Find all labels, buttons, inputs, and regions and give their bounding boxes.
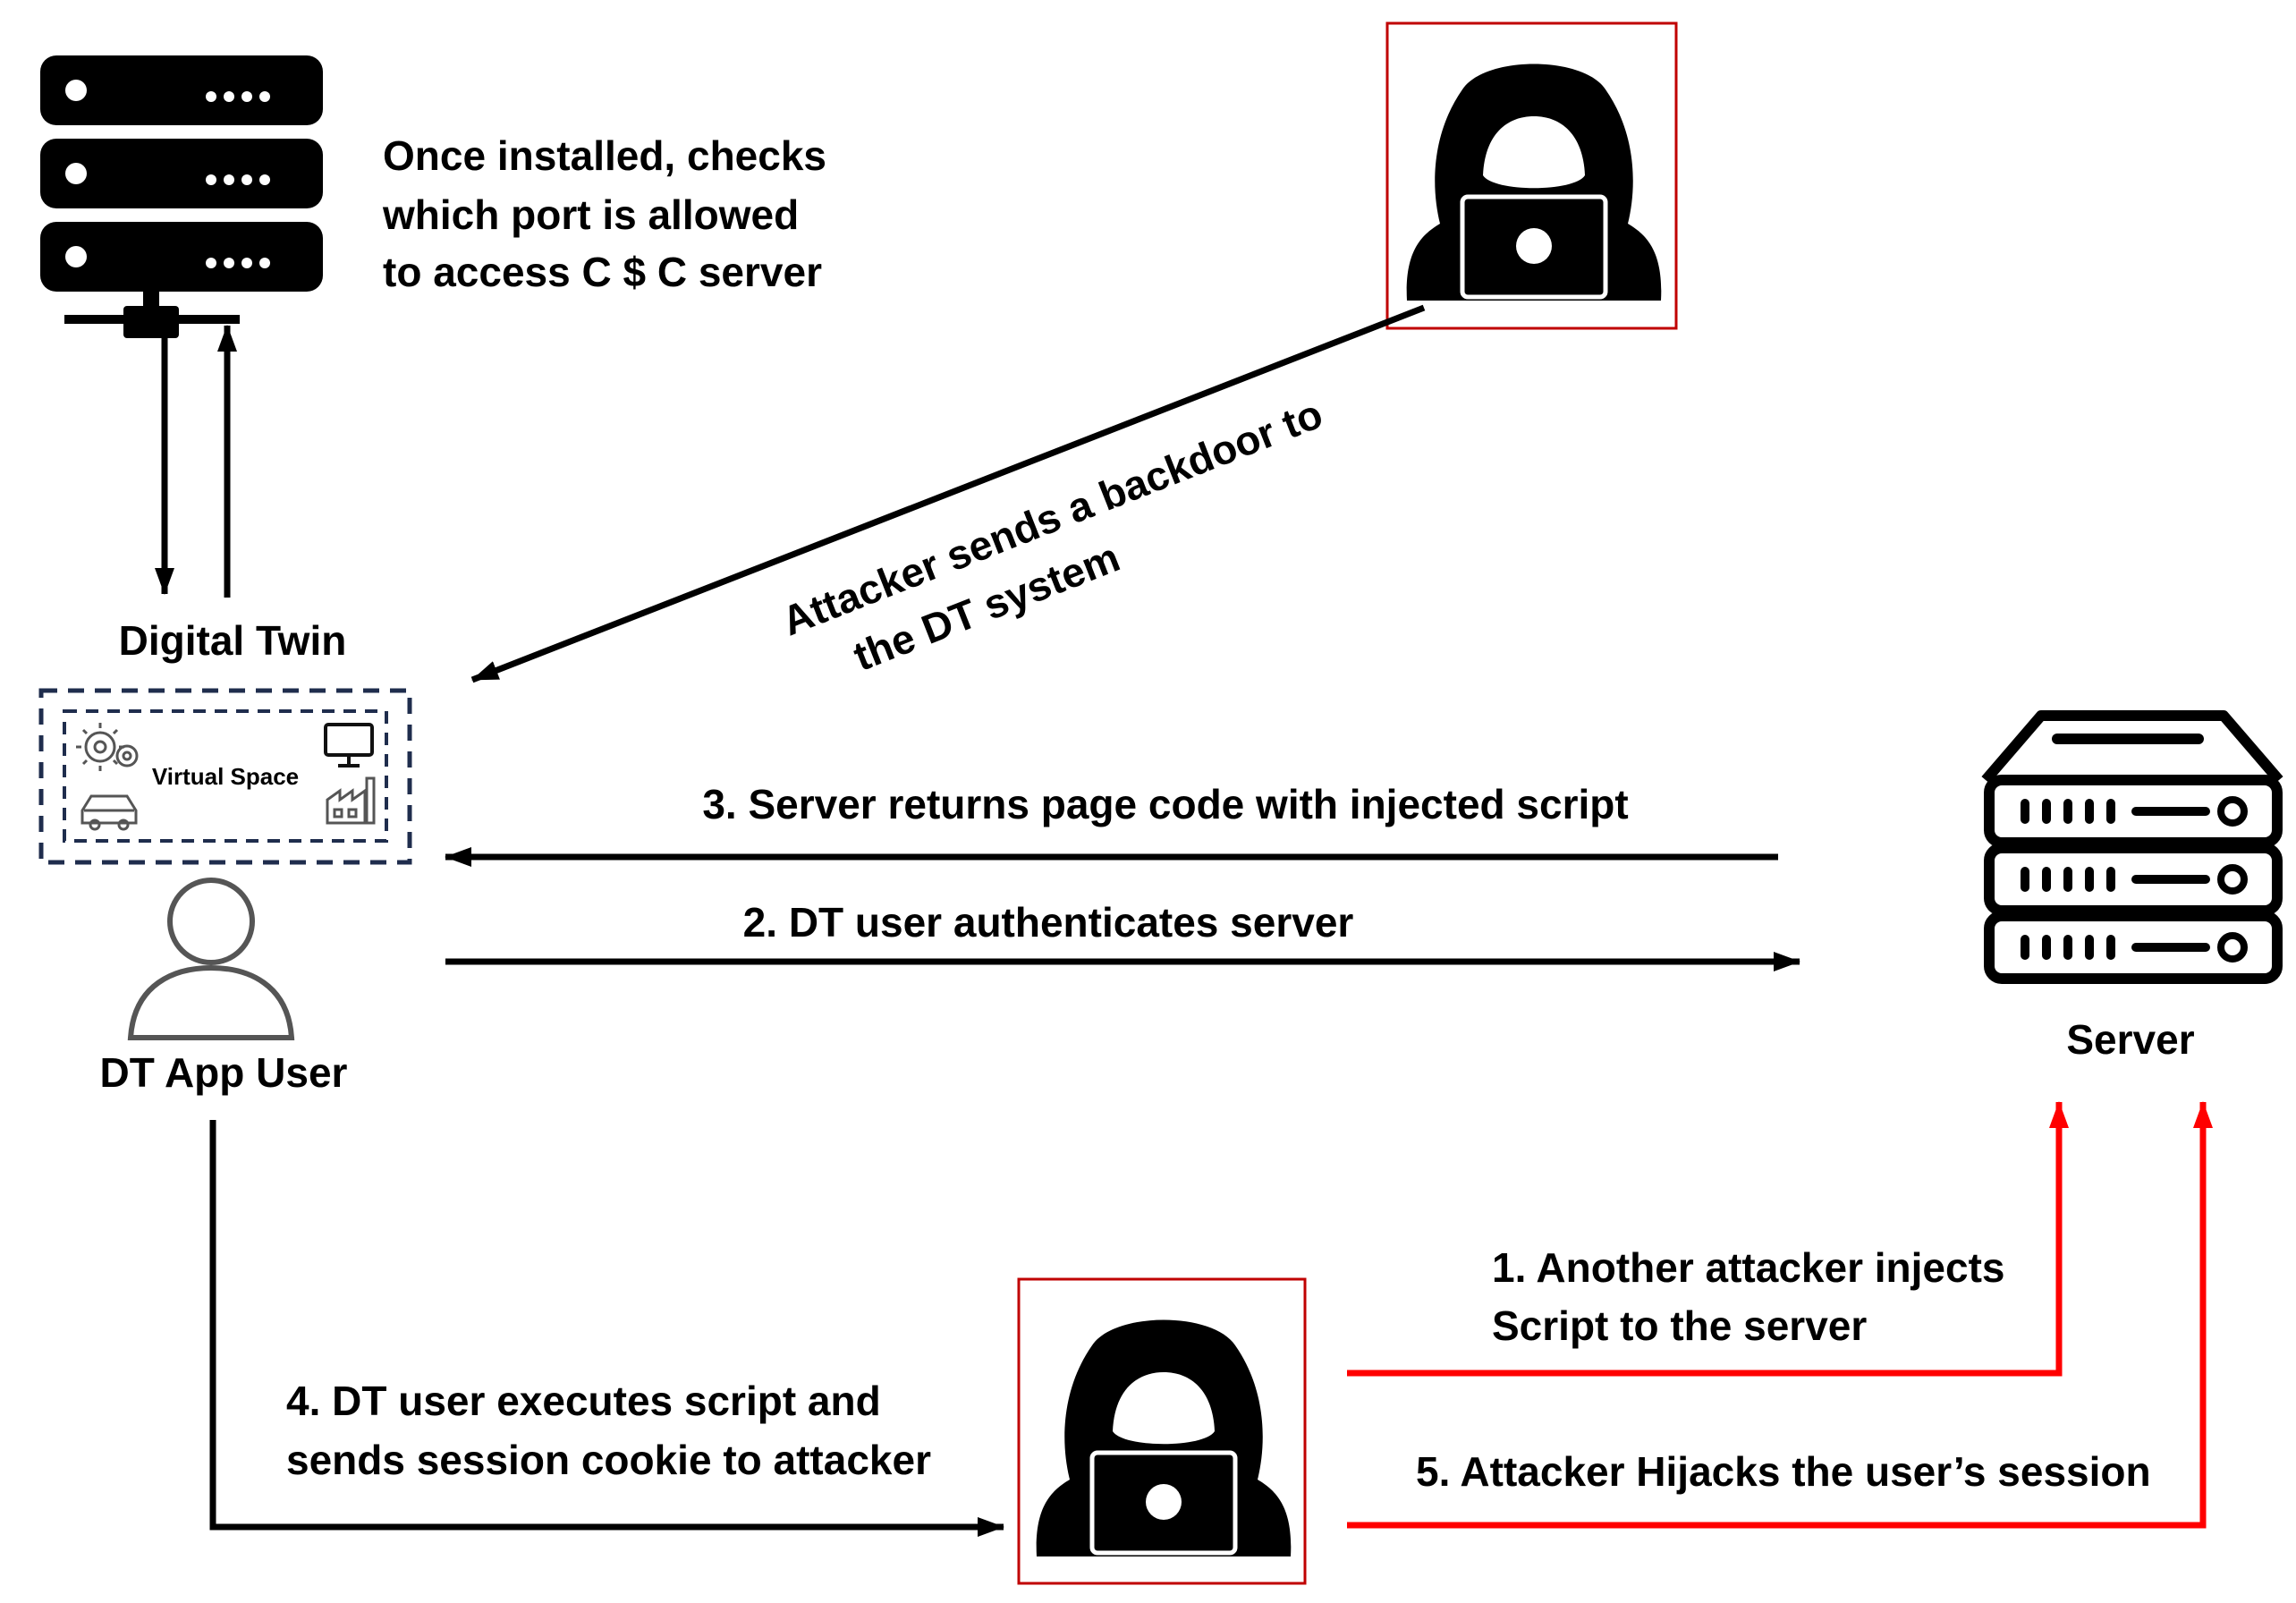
backdoor-label: Attacker sends a backdoor to the DT syst… <box>775 390 1328 680</box>
digital-twin-box: Virtual Space <box>38 688 412 865</box>
arrow-step1 <box>1347 1101 2069 1377</box>
car-icon <box>80 794 138 831</box>
step3-label: 3. Server returns page code with injecte… <box>702 781 1628 827</box>
factory-icon <box>326 776 376 825</box>
arrow-backdoor <box>470 304 1426 683</box>
cc-caption-line-2: which port is allowed <box>382 191 799 238</box>
virtual-space-label: Virtual Space <box>152 763 299 790</box>
step4-label-line-2: sends session cookie to attacker <box>286 1437 931 1483</box>
dt-app-user-label: DT App User <box>100 1049 348 1096</box>
hooded-hacker-icon <box>1406 64 1662 301</box>
arrow-step5 <box>1347 1101 2213 1529</box>
cc-caption-line-3: to access C $ C server <box>383 249 822 295</box>
step4-label-line-1: 4. DT user executes script and <box>286 1378 881 1424</box>
step1-label-line-1: 1. Another attacker injects <box>1492 1244 2005 1291</box>
attacker-bottom <box>1017 1277 1307 1585</box>
arrow-step4 <box>209 1120 1004 1537</box>
step1-label-line-2: Script to the server <box>1492 1302 1867 1349</box>
attacker-top <box>1385 21 1678 330</box>
digital-twin-label: Digital Twin <box>119 617 347 664</box>
user-avatar-icon <box>127 878 295 1040</box>
hooded-hacker-icon <box>1036 1319 1292 1556</box>
cc-server-caption: Once installed, checks which port is all… <box>382 132 826 295</box>
backdoor-label-line-1: Attacker sends a backdoor to <box>775 390 1328 644</box>
monitor-icon <box>324 723 374 768</box>
gears-icon <box>76 723 139 771</box>
step5-label: 5. Attacker Hijacks the user’s session <box>1416 1448 2151 1495</box>
server-label: Server <box>2066 1016 2194 1063</box>
cc-caption-line-1: Once installed, checks <box>383 132 826 179</box>
cc-server-rack-icon <box>40 55 323 338</box>
server-stack-icon <box>1981 710 2283 984</box>
step2-label: 2. DT user authenticates server <box>743 899 1354 946</box>
